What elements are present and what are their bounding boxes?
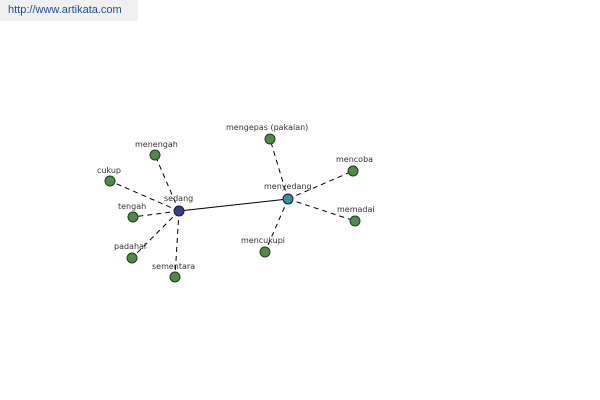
node-label-cukup: cukup xyxy=(97,166,121,175)
edge-sedang-padahal xyxy=(131,210,180,259)
node-menyedang[interactable] xyxy=(282,193,294,205)
edge-sedang-menyedang xyxy=(178,198,289,212)
node-cukup[interactable] xyxy=(104,175,116,187)
node-padahal[interactable] xyxy=(126,252,138,264)
node-label-memadai: memadai xyxy=(337,205,375,214)
edge-sedang-menengah xyxy=(154,154,180,212)
node-label-tengah: tengah xyxy=(118,202,146,211)
edges-layer xyxy=(109,138,356,278)
node-label-menyedang: menyedang xyxy=(264,182,312,191)
node-memadai[interactable] xyxy=(349,215,361,227)
node-label-menengah: menengah xyxy=(135,140,178,149)
node-tengah[interactable] xyxy=(127,211,139,223)
edge-sedang-sementara xyxy=(174,210,180,278)
watermark-banner: http://www.artikata.com xyxy=(0,0,138,21)
edge-menyedang-mencoba xyxy=(287,170,354,200)
node-sedang[interactable] xyxy=(173,205,185,217)
edge-menyedang-mengepas xyxy=(269,138,289,200)
edge-menyedang-mencukupi xyxy=(264,198,289,253)
node-label-sedang: sedang xyxy=(164,194,193,203)
nodes-layer xyxy=(104,133,361,283)
node-mengepas[interactable] xyxy=(264,133,276,145)
edge-sedang-cukup xyxy=(109,180,180,212)
node-label-mencoba: mencoba xyxy=(336,155,373,164)
node-menengah[interactable] xyxy=(149,149,161,161)
node-label-mengepas: mengepas (pakaian) xyxy=(226,123,308,132)
labels-layer: sedang menyedang menengah cukup tengah padaha… xyxy=(97,123,375,271)
watermark-url[interactable]: http://www.artikata.com xyxy=(8,4,122,16)
edge-menyedang-memadai xyxy=(287,198,356,222)
node-sementara[interactable] xyxy=(169,271,181,283)
node-mencukupi[interactable] xyxy=(259,246,271,258)
edge-sedang-tengah xyxy=(132,210,180,218)
node-label-sementara: sementara xyxy=(152,262,195,271)
node-label-mencukupi: mencukupi xyxy=(241,236,285,245)
node-mencoba[interactable] xyxy=(347,165,359,177)
node-label-padahal: padahal xyxy=(114,242,146,251)
